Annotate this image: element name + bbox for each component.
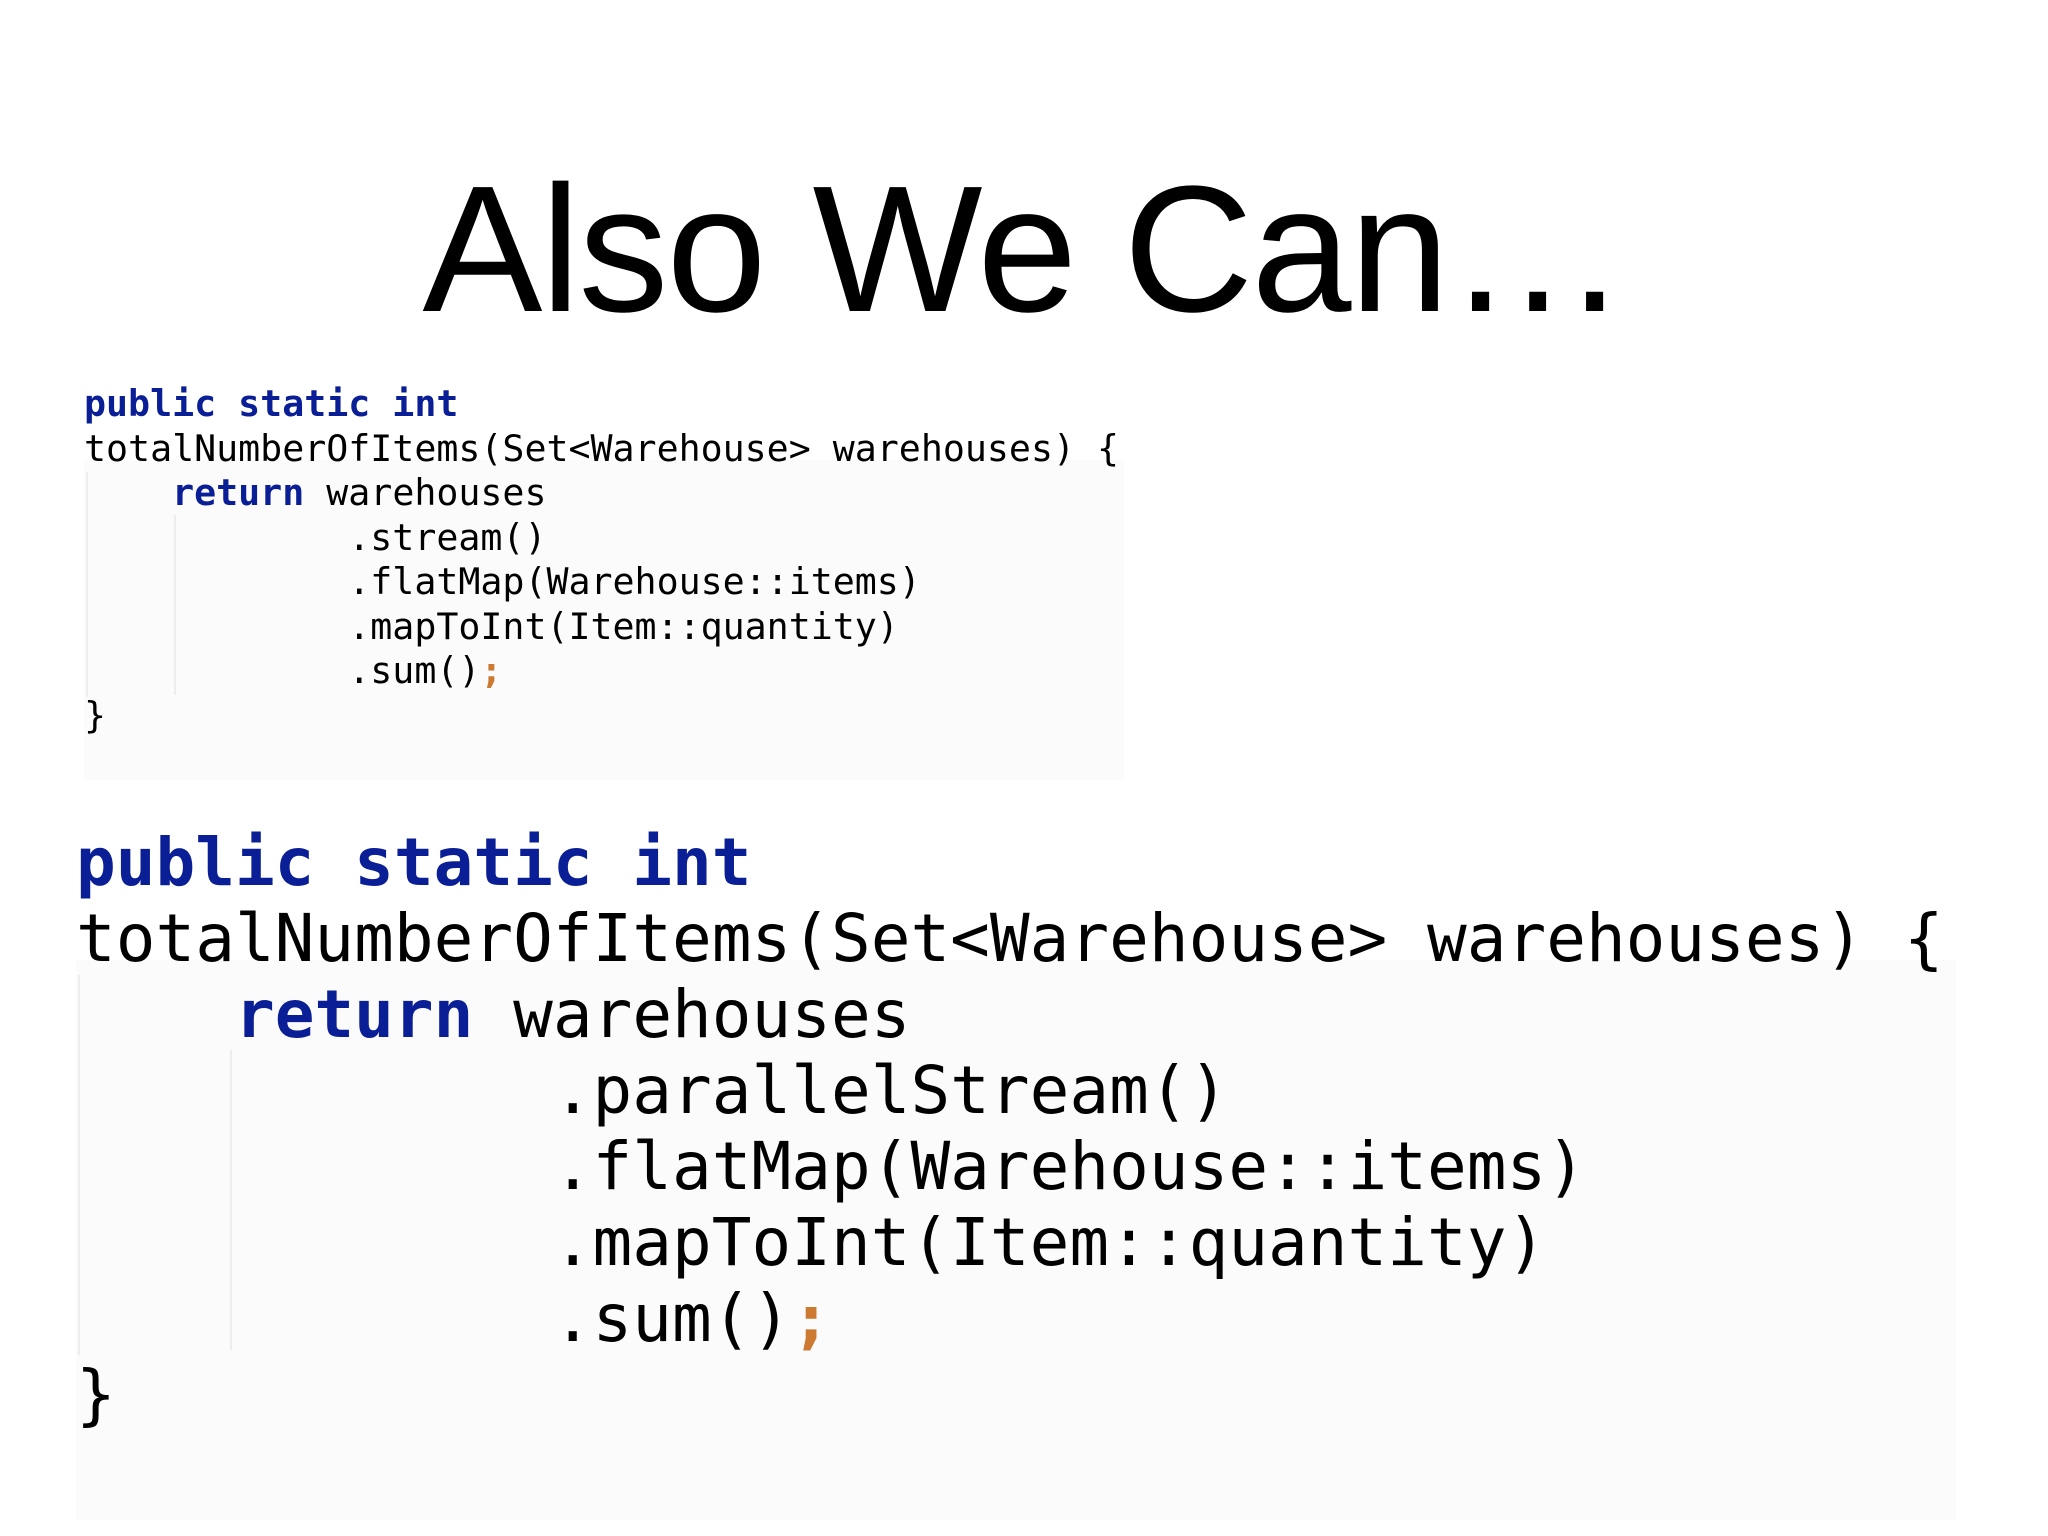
code-line: .sum(); bbox=[76, 1281, 1944, 1357]
code-panel-parallel-bg bbox=[76, 960, 1956, 1520]
code-keyword: public static int bbox=[76, 824, 752, 901]
code-line: totalNumberOfItems(Set<Warehouse> wareho… bbox=[84, 426, 1120, 470]
code-line: return warehouses bbox=[84, 471, 1119, 516]
code-panel-sequential-bg bbox=[84, 460, 1124, 780]
code-line: .mapToInt(Item::quantity) bbox=[76, 1204, 1547, 1281]
code-text: warehouses bbox=[473, 976, 911, 1053]
code-line: } bbox=[76, 1356, 116, 1433]
code-text: .sum() bbox=[76, 1280, 792, 1357]
code-line: totalNumberOfItems(Set<Warehouse> wareho… bbox=[76, 900, 1944, 977]
indent-guide bbox=[174, 515, 176, 695]
indent-guide bbox=[230, 1050, 232, 1350]
code-text: .sum() bbox=[84, 649, 481, 692]
code-line: .sum(); bbox=[84, 649, 1119, 694]
code-line: .flatMap(Warehouse::items) bbox=[76, 1128, 1586, 1205]
code-line: .mapToInt(Item::quantity) bbox=[84, 604, 899, 648]
code-semicolon: ; bbox=[480, 649, 503, 692]
code-text: warehouses bbox=[304, 471, 547, 514]
code-indent bbox=[84, 471, 172, 514]
code-line: .flatMap(Warehouse::items) bbox=[84, 560, 921, 603]
code-keyword: public static int bbox=[84, 382, 459, 425]
code-line: public static int bbox=[76, 825, 1944, 901]
code-line: return warehouses bbox=[76, 977, 1944, 1053]
code-line: .parallelStream() bbox=[76, 1052, 1229, 1129]
code-semicolon: ; bbox=[791, 1280, 831, 1357]
code-line: } bbox=[84, 693, 107, 737]
code-line: .stream() bbox=[84, 515, 547, 559]
code-keyword: return bbox=[172, 471, 305, 514]
slide-title: Also We Can… bbox=[422, 149, 1627, 350]
code-keyword: return bbox=[234, 976, 474, 1053]
code-line: public static int bbox=[84, 382, 1119, 427]
code-indent bbox=[76, 976, 235, 1053]
indent-guide bbox=[86, 472, 88, 697]
indent-guide bbox=[78, 975, 80, 1355]
